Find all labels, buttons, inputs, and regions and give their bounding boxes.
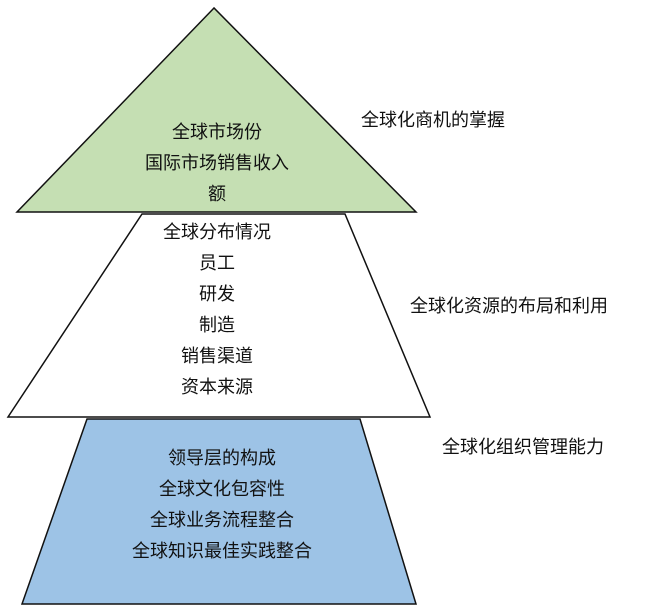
bottom-tier-side-label: 全球化组织管理能力 xyxy=(442,437,604,458)
top-tier-line: 全球市场份 xyxy=(172,122,262,143)
middle-tier-line: 研发 xyxy=(199,284,235,305)
middle-tier-line: 资本来源 xyxy=(181,377,253,398)
middle-tier-trapezoid xyxy=(6,213,432,418)
top-tier-line: 国际市场销售收入 xyxy=(145,153,289,174)
bottom-tier-line: 领导层的构成 xyxy=(168,448,276,469)
top-tier-line: 额 xyxy=(208,184,226,205)
top-tier-triangle xyxy=(15,6,418,213)
middle-tier-line: 制造 xyxy=(199,315,235,336)
bottom-tier-trapezoid xyxy=(20,418,418,605)
middle-tier-side-label: 全球化资源的布局和利用 xyxy=(410,296,608,317)
middle-tier-text: 全球分布情况 员工 研发 制造 销售渠道 资本来源 xyxy=(117,217,317,403)
bottom-tier-line: 全球业务流程整合 xyxy=(150,510,294,531)
top-tier-text: 全球市场份 国际市场销售收入 额 xyxy=(117,117,317,210)
bottom-tier-line: 全球文化包容性 xyxy=(159,479,285,500)
bottom-tier-line: 全球知识最佳实践整合 xyxy=(132,541,312,562)
middle-tier-line: 员工 xyxy=(199,253,235,274)
top-tier-side-label: 全球化商机的掌握 xyxy=(361,110,505,131)
middle-tier-line: 全球分布情况 xyxy=(163,222,271,243)
bottom-tier-text: 领导层的构成 全球文化包容性 全球业务流程整合 全球知识最佳实践整合 xyxy=(102,443,342,567)
middle-tier-line: 销售渠道 xyxy=(181,346,253,367)
